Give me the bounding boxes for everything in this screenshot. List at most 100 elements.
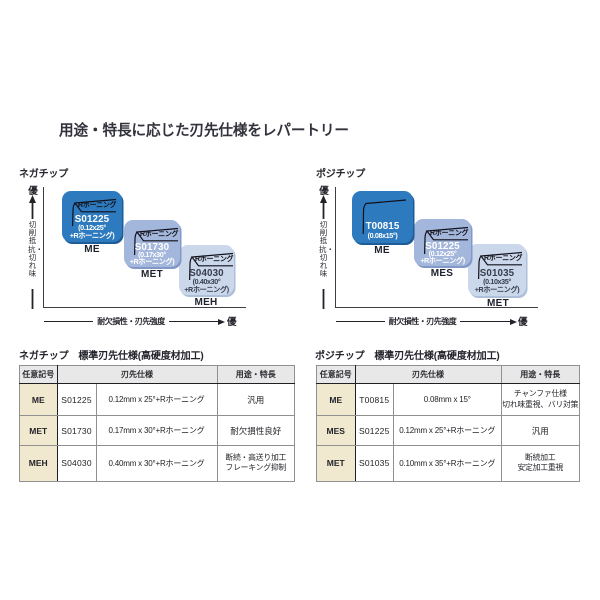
edge-spec: +Rホーニング) <box>69 231 115 241</box>
spec-box-s01035: Rホーニング S01035 (0.10x35° +Rホーニング) <box>468 244 526 296</box>
x-axis-line <box>44 320 94 323</box>
cell-dim: 0.40mm x 30°+Rホーニング <box>95 445 218 482</box>
edge-profile-icon <box>424 226 469 255</box>
cell-dim: 0.17mm x 30°+Rホーニング <box>95 415 218 446</box>
box-tag-met: MET <box>486 297 509 309</box>
chart-nega-label: ネガチップ <box>19 169 68 180</box>
chart-posi-axes <box>334 187 538 308</box>
edge-profile-icon <box>134 227 179 256</box>
hone-label: Rホーニング <box>195 256 234 263</box>
table-row: MES S01225 0.12mm x 25°+Rホーニング 汎用 <box>316 415 580 446</box>
x-axis-label: 耐欠損性・刃先強度 <box>97 317 165 326</box>
cell-use: 汎用 <box>500 415 580 446</box>
cell-dim: 0.08mm x 15° <box>393 383 502 416</box>
box-tag-me: ME <box>374 244 390 256</box>
x-axis-caption: 耐欠損性・刃先強度 <box>44 316 225 328</box>
cell-use: チャンファ仕様切れ味重視、バリ対策 <box>500 383 580 416</box>
col-header-use: 用途・特長 <box>500 365 580 384</box>
col-header-tag: 任意記号 <box>19 365 58 384</box>
spec-box-s01225: Rホーニング S01225 (0.12x25° +Rホーニング) <box>414 219 471 266</box>
cell-tag: MET <box>316 445 356 482</box>
edge-code: S01035 <box>479 267 515 279</box>
x-axis-line <box>168 320 218 323</box>
cell-code: S04030 <box>56 445 97 482</box>
edge-spec: (0.08x15°) <box>367 231 398 241</box>
edge-spec: (0.12x25° <box>78 223 106 233</box>
spec-box-s04030: Rホーニング S04030 (0.40x30° +Rホーニング) <box>179 245 234 295</box>
table-nega-title: ネガチップ 標準刃先仕様(高硬度材加工) <box>19 351 204 362</box>
x-axis-label: 耐欠損性・刃先強度 <box>388 317 457 326</box>
hone-label: Rホーニング <box>140 231 179 238</box>
x-axis-best-label: 優 <box>518 317 528 328</box>
box-tag-me: ME <box>84 243 100 255</box>
y-axis-best-label: 優 <box>319 186 329 197</box>
hone-label: Rホーニング <box>430 230 469 237</box>
cell-tag: MEH <box>19 445 58 482</box>
cell-code: T00815 <box>354 383 394 416</box>
edge-spec: +Rホーニング) <box>420 256 465 266</box>
x-axis-best-label: 優 <box>227 317 237 328</box>
edge-spec: +Rホーニング) <box>184 284 229 294</box>
edge-code: S01225 <box>425 240 460 252</box>
x-axis-line <box>460 320 510 323</box>
edge-profile-icon <box>362 199 407 235</box>
cell-use: 断続・高送り加工フレーキング抑制 <box>216 445 295 482</box>
cell-dim: 0.10mm x 35°+Rホーニング <box>393 445 502 482</box>
table-nega: 任意記号 刃先仕様 用途・特長 ME S01225 0.12mm x 25°+R… <box>19 365 295 482</box>
cell-code: S01035 <box>354 445 394 482</box>
hone-label: Rホーニング <box>484 255 523 262</box>
cell-dim: 0.12mm x 25°+Rホーニング <box>95 383 218 416</box>
edge-spec: (0.10x35° <box>483 276 511 286</box>
chart-posi-label: ポジチップ <box>316 169 365 180</box>
y-axis-arrow <box>29 195 36 309</box>
box-tag-meh: MEH <box>194 297 218 308</box>
x-axis-caption: 耐欠損性・刃先強度 <box>335 316 517 328</box>
table-row: MEH S04030 0.40mm x 30°+Rホーニング 断続・高送り加工フ… <box>19 445 295 482</box>
edge-spec: (0.12x25° <box>428 248 457 258</box>
table-posi: 任意記号 刃先仕様 用途・特長 ME T00815 0.08mm x 15° チ… <box>316 365 580 482</box>
edge-profile-icon <box>478 251 523 280</box>
cell-use: 断続加工安定加工重視 <box>500 445 580 482</box>
spec-box-s01730: Rホーニング S01730 (0.17x30° +Rホーニング) <box>124 220 180 267</box>
cell-dim: 0.12mm x 25°+Rホーニング <box>393 415 502 446</box>
cell-code: S01730 <box>56 415 97 446</box>
col-header-spec: 刃先仕様 <box>56 365 218 384</box>
edge-code: T00815 <box>365 221 400 233</box>
page-title: 用途・特長に応じた刃先仕様をレパートリー <box>59 123 349 139</box>
cell-tag: ME <box>316 383 356 416</box>
edge-profile-icon <box>189 252 234 281</box>
spec-box-s01225: Rホーニング S01225 (0.12x25° +Rホーニング) <box>62 191 122 242</box>
cell-use: 耐欠損性良好 <box>216 415 295 446</box>
table-row: ME T00815 0.08mm x 15° チャンファ仕様切れ味重視、バリ対策 <box>316 383 580 416</box>
cell-code: S01225 <box>354 415 394 446</box>
cell-code: S01225 <box>56 383 97 416</box>
table-row: MET S01730 0.17mm x 30°+Rホーニング 耐欠損性良好 <box>19 415 295 446</box>
hone-label: Rホーニング <box>78 202 117 209</box>
col-header-use: 用途・特長 <box>216 365 295 384</box>
col-header-spec: 刃先仕様 <box>354 365 502 384</box>
box-tag-met: MET <box>140 268 163 280</box>
cell-tag: ME <box>19 383 58 416</box>
cell-tag: MES <box>316 415 356 446</box>
edge-code: S04030 <box>189 268 224 279</box>
edge-spec: +Rホーニング) <box>474 285 520 295</box>
box-tag-mes: MES <box>430 268 454 279</box>
y-axis-best-label: 優 <box>28 186 38 197</box>
x-axis-arrowhead-icon <box>509 318 517 325</box>
chart-nega-axes <box>43 187 246 308</box>
x-axis-arrowhead-icon <box>218 318 225 325</box>
table-posi-title: ポジチップ 標準刃先仕様(高硬度材加工) <box>315 351 500 362</box>
edge-spec: (0.17x30° <box>138 249 166 259</box>
edge-code: S01730 <box>134 241 170 253</box>
y-axis-label: 切削抵抗・切れ味 <box>319 220 334 279</box>
spec-box-t00815: T00815 (0.08x15°) <box>352 191 413 243</box>
x-axis-line <box>335 320 385 323</box>
cell-tag: MET <box>19 415 58 446</box>
edge-spec: (0.40x30° <box>192 276 221 286</box>
y-axis-arrow <box>320 195 327 309</box>
edge-spec: +Rホーニング) <box>129 257 175 267</box>
edge-profile-icon <box>72 198 117 227</box>
y-axis-label: 切削抵抗・切れ味 <box>28 220 43 279</box>
table-row: MET S01035 0.10mm x 35°+Rホーニング 断続加工安定加工重… <box>316 445 580 482</box>
edge-code: S01225 <box>74 214 110 226</box>
